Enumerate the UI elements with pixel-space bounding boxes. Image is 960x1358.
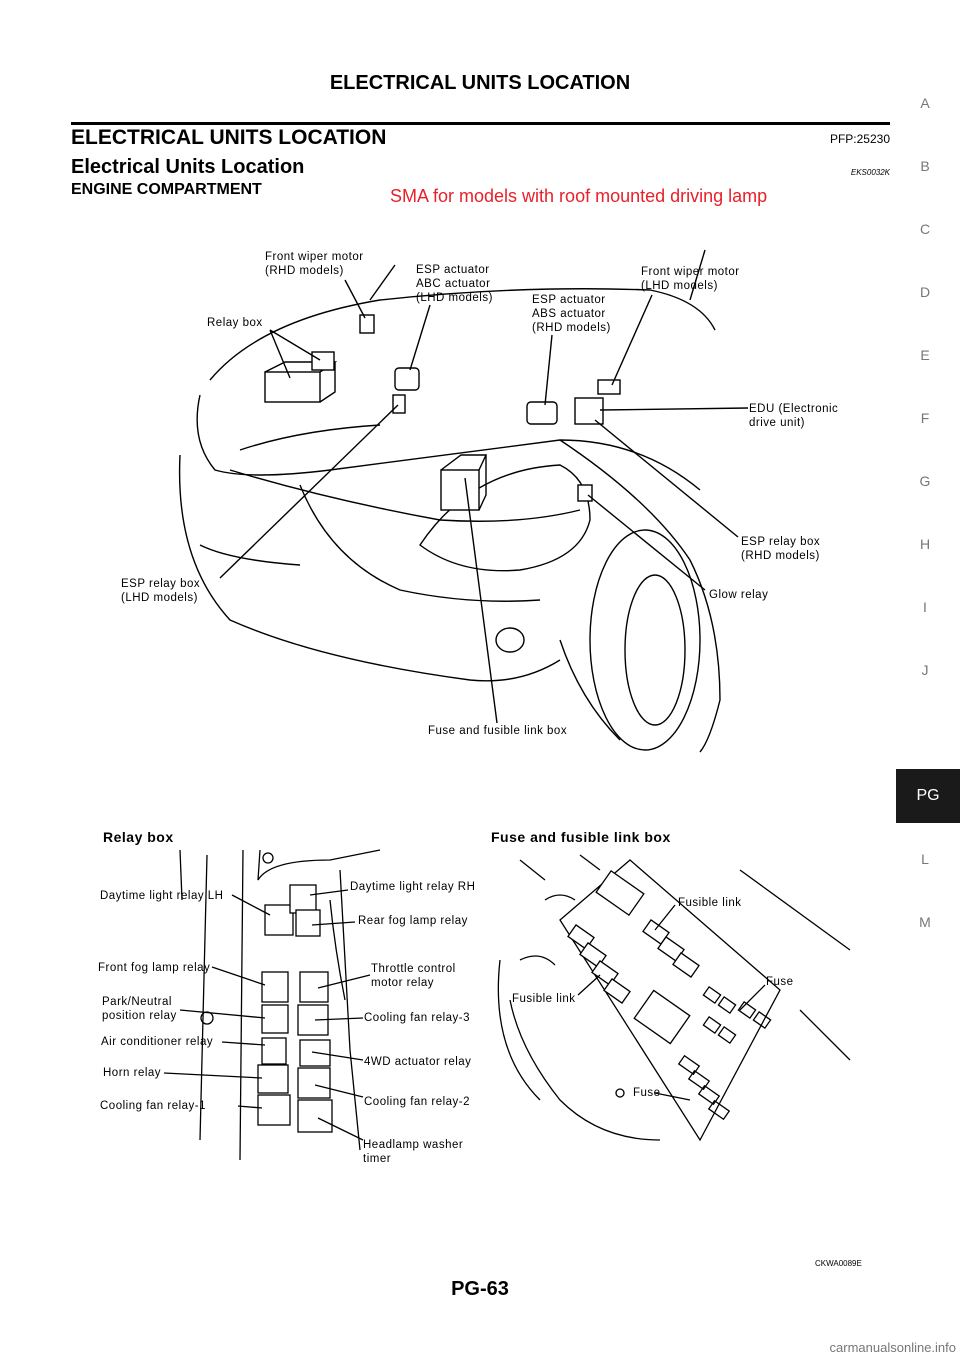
label-daytime-rh: Daytime light relay RH [350,881,476,893]
header-rule [71,122,890,125]
label-fuse-bottom: Fuse [633,1087,661,1099]
side-tab-h[interactable]: H [919,536,931,552]
pfp-code: PFP:25230 [829,132,890,146]
side-tab-a[interactable]: A [920,95,930,111]
page-number: PG-63 [451,1278,509,1300]
fuse-box-title: Fuse and fusible link box [491,829,671,845]
side-tab-m[interactable]: M [919,914,931,930]
side-tab-i[interactable]: I [923,599,927,615]
label-rear-fog: Rear fog lamp relay [358,915,468,927]
label-4wd: 4WD actuator relay [364,1056,472,1068]
label-fusible-link-top: Fusible link [678,897,742,909]
label-front-fog: Front fog lamp relay [98,962,211,974]
label-front-wiper-rhd: Front wiper motor (RHD models) [265,251,364,277]
figure-code: CKWA0089E [815,1259,862,1268]
subsection-title: Electrical Units Location [71,156,305,178]
label-esp-relay-lhd: ESP relay box (LHD models) [121,578,201,604]
label-park-neutral: Park/Neutral position relay [102,996,177,1022]
section-title: ELECTRICAL UNITS LOCATION [71,126,387,149]
label-horn: Horn relay [103,1067,162,1079]
label-esp-relay-rhd: ESP relay box (RHD models) [741,536,821,562]
label-fusible-link-left: Fusible link [512,993,576,1005]
label-daytime-lh: Daytime light relay LH [100,890,224,902]
side-tab-b[interactable]: B [920,158,930,174]
label-headlamp-washer: Headlamp washer timer [363,1139,464,1165]
side-tab-l[interactable]: L [921,851,929,867]
doc-code: EKS0032K [850,168,890,177]
relay-box-title: Relay box [103,829,174,845]
label-relay-box: Relay box [207,317,263,329]
label-fuse-right: Fuse [766,976,794,988]
label-edu: EDU (Electronic drive unit) [749,403,839,429]
label-cooling1: Cooling fan relay-1 [100,1100,207,1112]
watermark: carmanualsonline.info [829,1340,956,1355]
red-note: SMA for models with roof mounted driving… [390,186,768,206]
label-fuse-box: Fuse and fusible link box [428,725,568,737]
running-header: ELECTRICAL UNITS LOCATION [329,72,631,94]
label-glow-relay: Glow relay [709,589,769,601]
side-tab-f[interactable]: F [920,410,930,426]
side-tab-e[interactable]: E [920,347,930,363]
label-throttle: Throttle control motor relay [371,963,456,989]
label-air-cond: Air conditioner relay [101,1036,214,1048]
label-cooling3: Cooling fan relay-3 [364,1012,471,1024]
label-esp-abc-lhd: ESP actuator ABC actuator (LHD models) [416,264,493,304]
side-tab-j[interactable]: J [921,662,929,678]
label-front-wiper-lhd: Front wiper motor (LHD models) [641,266,740,292]
side-tab-g[interactable]: G [919,473,931,489]
section-heading: ENGINE COMPARTMENT [71,181,262,198]
side-tab-c[interactable]: C [919,221,931,237]
label-cooling2: Cooling fan relay-2 [364,1096,471,1108]
label-esp-abs-rhd: ESP actuator ABS actuator (RHD models) [532,294,611,334]
side-tab-pg-active[interactable]: PG [896,769,960,823]
side-tab-d[interactable]: D [919,284,931,300]
